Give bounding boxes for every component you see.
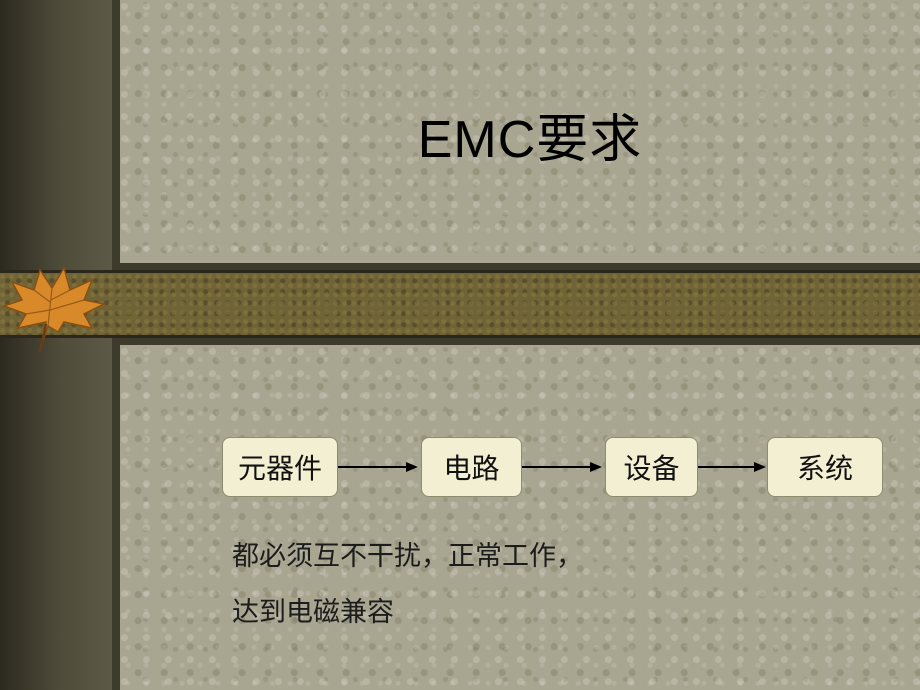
chain-box-system: 系统	[767, 437, 883, 497]
body-text-line-1: 都必须互不干扰，正常工作，	[232, 541, 583, 572]
chain-box-components: 元器件	[222, 437, 338, 497]
body-text-line-2: 达到电磁兼容	[232, 597, 394, 628]
arrow-icon	[698, 462, 766, 472]
title-panel	[120, 0, 920, 263]
content-panel	[120, 345, 920, 690]
maple-leaf-icon	[1, 266, 107, 353]
horizontal-band	[0, 270, 920, 338]
slide-title: EMC要求	[417, 111, 643, 169]
left-sidebar-bar	[0, 0, 112, 690]
arrow-icon	[522, 462, 602, 472]
chain-box-circuit: 电路	[421, 437, 522, 497]
arrow-icon	[338, 462, 418, 472]
chain-box-equipment: 设备	[605, 437, 698, 497]
